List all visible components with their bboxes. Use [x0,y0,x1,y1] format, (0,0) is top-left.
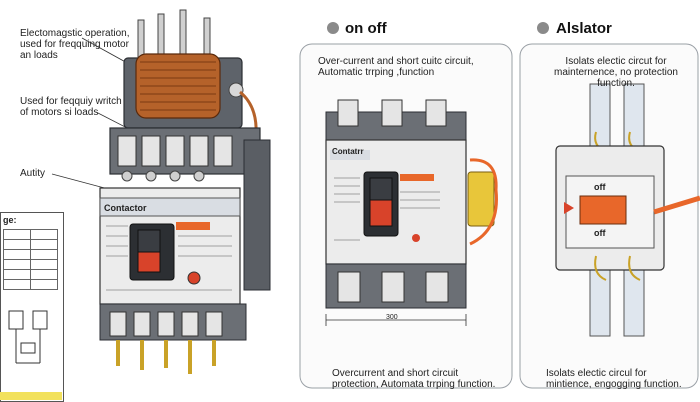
isolator-cable [653,195,700,215]
breaker-bottom-terminals [337,271,449,303]
breaker-aux-wire [469,158,498,246]
legend-table [3,229,58,290]
isolator-bottom-description: Isolats electic circul for mintience, en… [546,368,682,390]
isolator-busbar-bottom [623,269,645,337]
legend-footer [0,392,62,400]
upper-terminals [117,135,233,182]
isolator-top-description: Isolats electic circut for mainternence,… [554,56,678,89]
coil-terminal [228,82,244,98]
isolator-label-upper: off [594,182,606,192]
isolator-title-icon [537,22,549,34]
breaker-label: Contatrr [332,147,364,156]
leader-line-aux [51,173,113,191]
breaker-top-description: Over-current and short cuitc circuit, Au… [318,56,474,78]
contactor-indicator-red [137,251,161,273]
breaker-label-strip [330,150,370,160]
breaker-spec-lines [334,177,440,241]
contactor-spec-lines [106,225,232,291]
coil-windings [140,61,216,111]
contactor-reset-button [187,271,201,285]
rating-tag [176,222,210,230]
isolator-switch-handle [579,195,627,225]
breaker-title-icon [327,22,339,34]
breaker-indicator-red [369,199,393,227]
legend-sidebar: ge: [0,212,64,402]
callout-frequent-switching: Used for feqquiy writch of motors si loa… [20,96,122,118]
callout-auxiliary: Autity [20,168,46,179]
isolator-arrow [564,202,574,214]
breaker-indicator-dot [412,234,420,242]
callout-electromagnetic: Electomagstic operation, used for freqqu… [20,28,130,61]
breaker-title: on off [345,20,387,37]
breaker-dimension: 300 [386,314,398,321]
contactor-toggle-lever [137,229,161,253]
contactor-side-plate [243,139,271,291]
isolator-label-lower: off [594,228,606,238]
isolator-busbar-bottom [589,269,611,337]
contactor-label: Contactor [104,203,147,213]
isolator-title: Alslator [556,20,612,37]
breaker-top-terminals [337,99,447,127]
lower-terminals [109,311,223,374]
breaker-bottom-description: Overcurrent and short circuit protection… [332,368,496,390]
legend-title: ge: [3,215,17,225]
breaker-toggle-lever [369,177,393,201]
breaker-aux-coil [467,171,495,227]
legend-schematic [8,310,48,364]
contactor-label-strip [99,197,241,217]
breaker-rating-tag [400,174,434,181]
